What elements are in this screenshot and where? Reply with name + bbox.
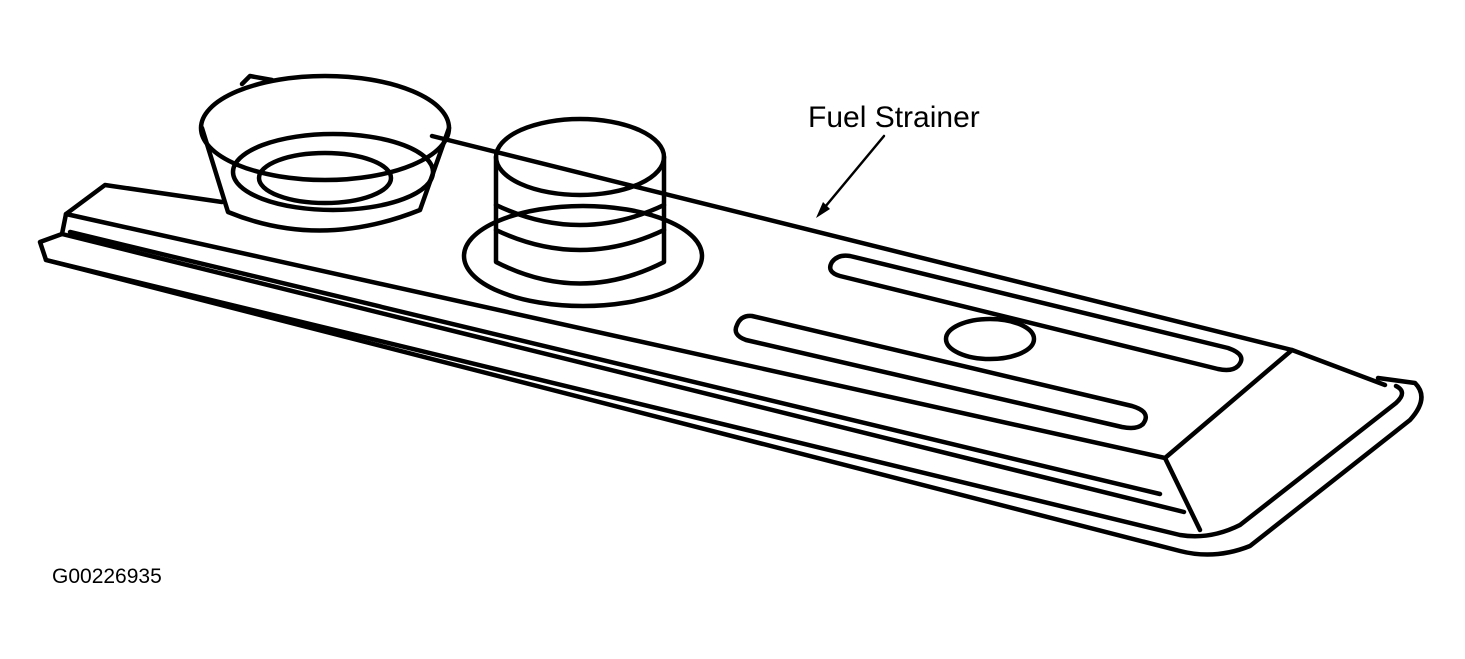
outlet-cup-body xyxy=(199,125,452,233)
cylinder-band-lower xyxy=(493,227,667,253)
plate-edge-lower xyxy=(59,211,1187,515)
base-flange-outer xyxy=(37,231,1424,557)
outlet-cup-bore xyxy=(256,150,394,206)
plate-edge-middle xyxy=(67,229,1163,497)
plate-front-chamfer xyxy=(1162,455,1203,533)
outlet-cup-inner-ring xyxy=(230,131,436,213)
callout-arrowhead xyxy=(816,202,830,218)
plate-right-end xyxy=(1289,347,1388,388)
cylinder-base-ring xyxy=(461,203,705,309)
outlet-cup-tab xyxy=(239,73,275,87)
plate-top-outline xyxy=(63,133,1295,461)
cylinder-band-upper xyxy=(493,202,667,228)
slot-upper xyxy=(828,253,1244,373)
outlet-cup-rim xyxy=(198,73,452,183)
fuel-strainer-label: Fuel Strainer xyxy=(808,101,980,134)
round-port xyxy=(943,316,1037,362)
callout-leader-line xyxy=(818,134,886,215)
base-flange-inner xyxy=(43,257,1405,539)
slot-lower xyxy=(733,313,1148,431)
figure-id-label: G00226935 xyxy=(52,565,162,588)
cylinder-sides xyxy=(493,154,667,286)
